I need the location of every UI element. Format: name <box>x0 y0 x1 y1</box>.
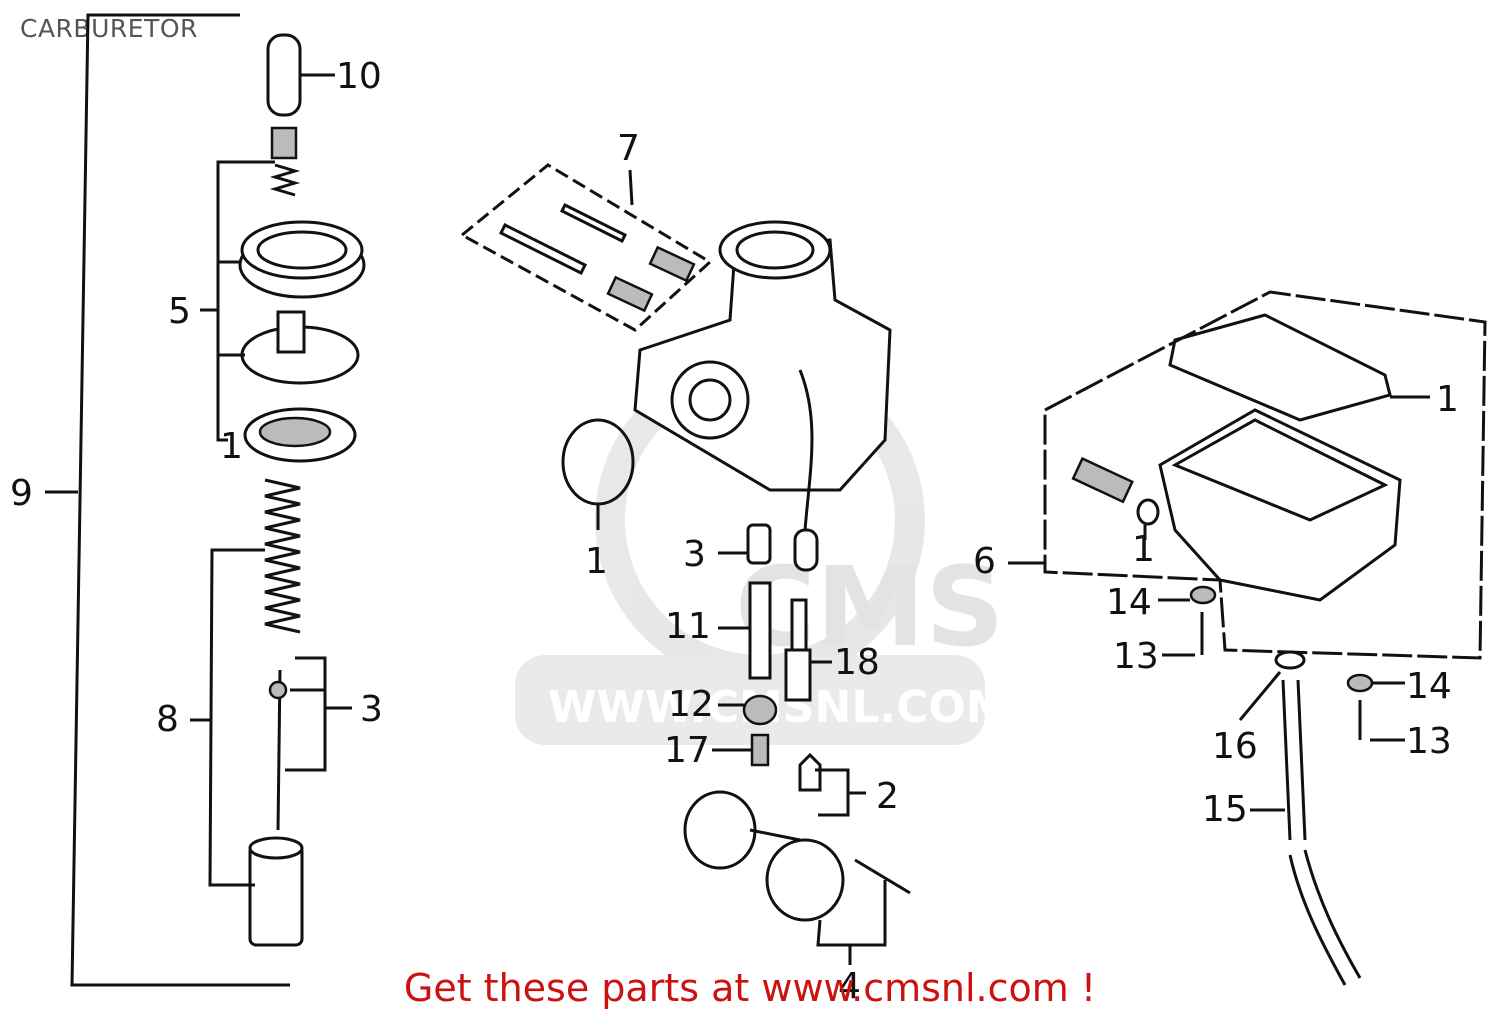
callout-8: 8 <box>156 699 179 740</box>
diagram-title: CARBURETOR <box>20 14 198 43</box>
svg-text:WWW.CMSNL.COM: WWW.CMSNL.COM <box>548 682 1010 733</box>
callout-1: 1 <box>585 541 608 582</box>
callout-2: 2 <box>876 776 899 817</box>
callout-3: 3 <box>360 689 383 730</box>
callout-4: 4 <box>838 966 861 1007</box>
callout-15: 15 <box>1202 789 1248 830</box>
callout-labels: 10 5 1 9 8 3 7 1 3 11 18 12 17 2 4 1 1 6… <box>10 56 1459 1007</box>
cmsnl-watermark: CMS WWW.CMSNL.COM <box>515 355 1010 745</box>
needle-assembly-group <box>45 13 366 987</box>
callout-9: 9 <box>10 473 33 514</box>
svg-text:CMS: CMS <box>735 543 1004 671</box>
callout-3: 3 <box>683 534 706 575</box>
callout-6: 6 <box>973 541 996 582</box>
carburetor-body <box>561 220 892 572</box>
callout-10: 10 <box>336 56 382 97</box>
jets-group <box>683 523 911 965</box>
callout-1: 1 <box>1132 529 1155 570</box>
callout-1: 1 <box>1436 379 1459 420</box>
callout-13: 13 <box>1113 636 1159 677</box>
callout-12: 12 <box>668 684 714 725</box>
callout-14: 14 <box>1406 666 1452 707</box>
float-chamber-group <box>1008 290 1487 986</box>
callout-7: 7 <box>617 128 640 169</box>
callout-17: 17 <box>664 730 710 771</box>
callout-16: 16 <box>1212 726 1258 767</box>
screw-kit-group <box>459 163 713 332</box>
callout-13: 13 <box>1406 721 1452 762</box>
callout-11: 11 <box>665 606 711 647</box>
callout-1: 1 <box>220 426 243 467</box>
callout-14: 14 <box>1106 582 1152 623</box>
callout-5: 5 <box>168 291 191 332</box>
callout-18: 18 <box>834 642 880 683</box>
cmsnl-promo-link[interactable]: Get these parts at www.cmsnl.com ! <box>403 966 1097 1010</box>
